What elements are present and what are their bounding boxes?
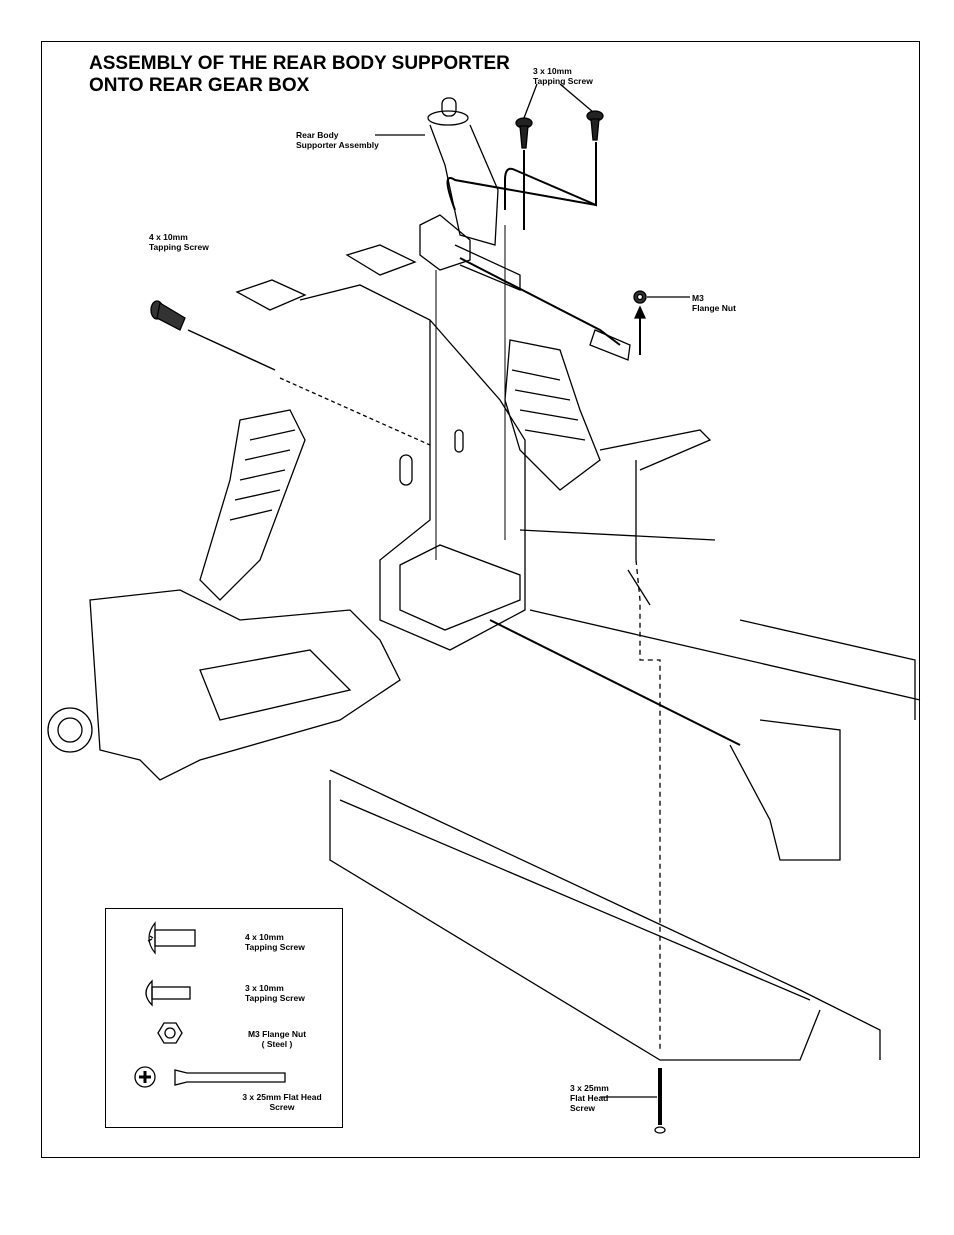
legend-line: ( Steel ): [261, 1039, 293, 1049]
legend-item: 3 x 25mm Flat Head Screw: [234, 1092, 330, 1112]
callout-line: Tapping Screw: [533, 76, 593, 86]
legend-line: Tapping Screw: [245, 942, 305, 952]
callout-line: 3 x 25mm: [570, 1083, 609, 1093]
callout-line: Rear Body: [296, 130, 339, 140]
gear-box: [235, 244, 526, 651]
legend-line: 3 x 25mm Flat Head: [242, 1092, 322, 1102]
callout-line: Tapping Screw: [149, 242, 209, 252]
tapping-screw-4x10-legend-icon: [147, 921, 196, 955]
callout-rear-body-supporter: Rear Body Supporter Assembly: [296, 130, 379, 150]
parts-legend-box: [105, 908, 343, 1128]
tapping-screw-icon: [515, 110, 604, 149]
shock-absorber-left: [199, 409, 306, 601]
legend-icons: [134, 921, 286, 1088]
chassis: [329, 529, 921, 1061]
legend-line: Tapping Screw: [245, 993, 305, 1003]
callout-line: 3 x 10mm: [533, 66, 572, 76]
legend-line: M3 Flange Nut: [247, 1029, 307, 1039]
shock-absorber-right: [504, 339, 601, 491]
suspension-arm-left: [47, 589, 401, 781]
callout-3x10-tapping-screw: 3 x 10mm Tapping Screw: [533, 66, 593, 86]
title-line-1: ASSEMBLY OF THE REAR BODY SUPPORTER: [89, 53, 510, 74]
legend-item: 4 x 10mm Tapping Screw: [245, 932, 305, 952]
title-line-2: ONTO REAR GEAR BOX: [89, 75, 310, 96]
tapping-screw-3x10-legend-icon: [145, 979, 191, 1007]
callout-flat-head-screw: 3 x 25mm Flat Head Screw: [570, 1083, 609, 1113]
callout-line: Flange Nut: [692, 303, 736, 313]
rear-body-supporter: [419, 97, 521, 291]
callout-line: Screw: [570, 1103, 596, 1113]
flange-nut-legend-icon: [157, 1022, 183, 1044]
callout-line: 4 x 10mm: [149, 232, 188, 242]
flat-head-screw-icon: [654, 1068, 666, 1134]
tapping-screw-4x10-icon: [150, 300, 186, 331]
callout-line: Supporter Assembly: [296, 140, 379, 150]
legend-item: 3 x 10mm Tapping Screw: [245, 983, 305, 1003]
page-frame: [41, 41, 920, 1158]
callout-line: Flat Head: [570, 1093, 609, 1103]
legend-line: 4 x 10mm: [245, 932, 284, 942]
callout-4x10-tapping-screw: 4 x 10mm Tapping Screw: [149, 232, 209, 252]
flange-nut-icon: [633, 290, 647, 304]
callout-m3-flange-nut: M3 Flange Nut: [692, 293, 736, 313]
page-title: ASSEMBLY OF THE REAR BODY SUPPORTER ONTO…: [89, 53, 510, 97]
legend-item: M3 Flange Nut ( Steel ): [241, 1029, 313, 1049]
legend-line: Screw: [269, 1102, 295, 1112]
callout-line: M3: [692, 293, 704, 303]
flat-head-screw-legend-icon: [134, 1066, 286, 1088]
legend-line: 3 x 10mm: [245, 983, 284, 993]
